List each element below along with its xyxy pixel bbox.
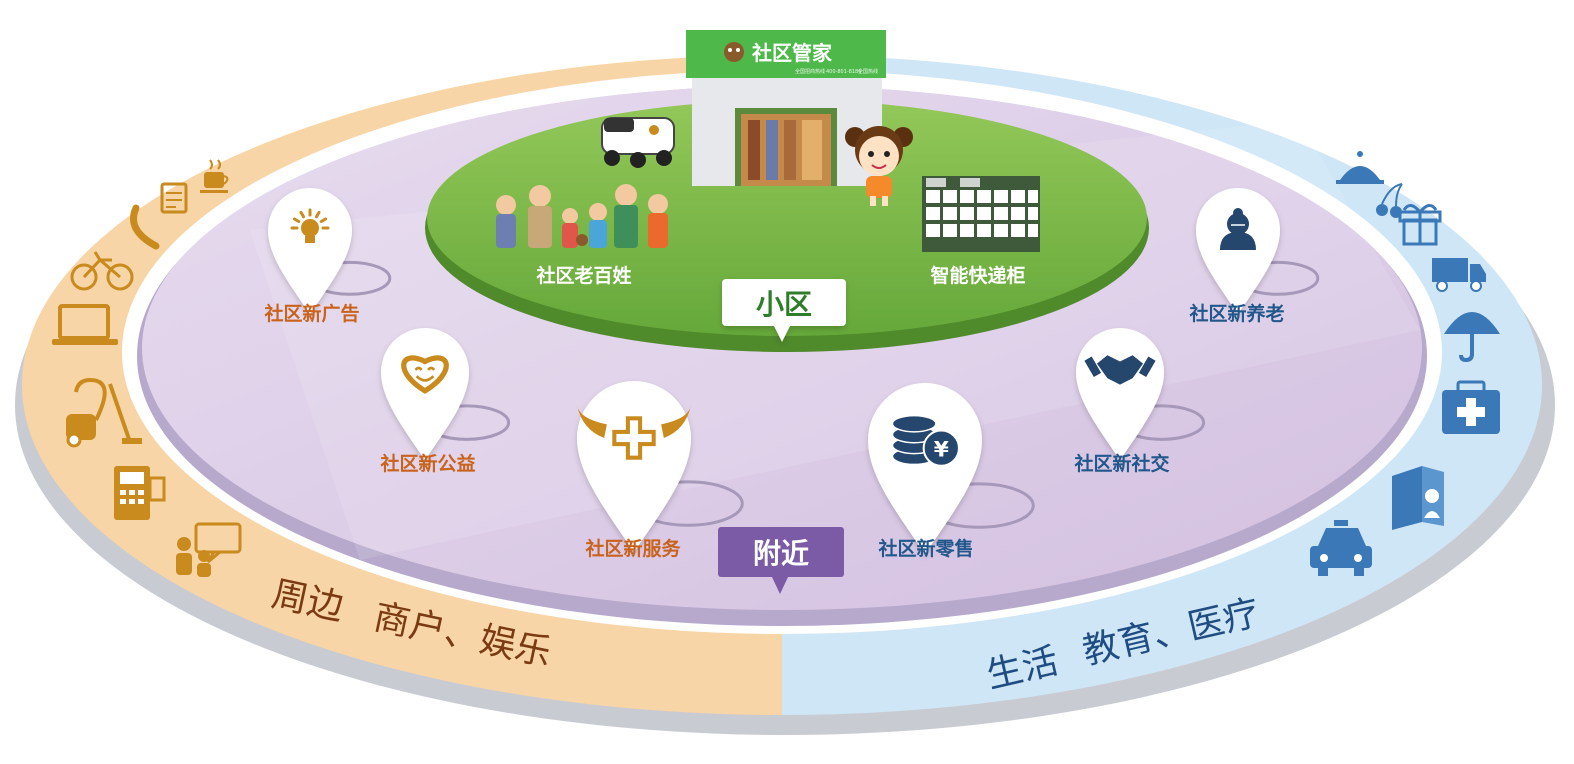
- book-reader-icon: [1392, 466, 1444, 530]
- yen-coins-icon: ¥: [891, 414, 960, 467]
- service-label-retail: 社区新零售: [877, 537, 973, 560]
- locker-label: 智能快递柜: [930, 264, 1025, 287]
- umbrella-icon: [1444, 312, 1500, 363]
- nearby-tag: [718, 527, 844, 594]
- laptop-icon: [52, 304, 118, 345]
- service-label-elderly: 社区新养老: [1188, 302, 1284, 325]
- store-fine-print-3: 全国热线: [858, 68, 878, 75]
- service-pin-service[interactable]: 社区新服务: [577, 381, 744, 560]
- residents-label: 社区老百姓: [535, 264, 631, 287]
- service-pin-retail[interactable]: ¥ 社区新零售: [868, 383, 1035, 560]
- right-icons: [1310, 151, 1500, 576]
- store-fine-print-2: 400-801-8186: [826, 69, 861, 75]
- left-icons: [52, 159, 242, 577]
- service-pin-charity[interactable]: 社区新公益: [379, 328, 511, 475]
- medical-kit-icon: [1442, 380, 1500, 434]
- pos-terminal-icon: [114, 466, 166, 520]
- cloche-icon: [1336, 151, 1384, 184]
- lightbulb-icon: [290, 208, 330, 243]
- pin-body: [1196, 188, 1280, 314]
- customer-chat-icon: [176, 522, 242, 577]
- pin-body: [268, 188, 352, 314]
- service-label-charity: 社区新公益: [379, 452, 475, 475]
- coffee-icon: [200, 159, 229, 193]
- cherry-icon: [1376, 183, 1403, 218]
- girl-mascot-icon: [845, 126, 913, 206]
- handshake-icon: [1084, 355, 1156, 385]
- gift-icon: [1398, 204, 1442, 246]
- service-label-social: 社区新社交: [1073, 452, 1169, 475]
- service-label-ads: 社区新广告: [263, 302, 359, 325]
- nearby-tag-label: 附近: [753, 537, 809, 570]
- heart-smile-icon: [401, 355, 449, 394]
- winged-cross-icon: [577, 405, 691, 460]
- elder-icon: [1220, 208, 1256, 250]
- smart-locker-icon: [922, 176, 1040, 252]
- phone-icon: [130, 204, 160, 250]
- store-sign: [686, 30, 886, 78]
- delivery-robot-icon: [601, 117, 675, 168]
- community-tag: [722, 279, 846, 342]
- taxi-icon: [1310, 520, 1372, 576]
- pin-body: [577, 381, 691, 552]
- residents-group-icon: [496, 184, 668, 248]
- bicycle-icon: [70, 251, 134, 291]
- bear-logo-icon: [724, 42, 744, 62]
- service-pin-ads[interactable]: 社区新广告: [263, 188, 392, 325]
- service-label-service: 社区新服务: [584, 537, 681, 560]
- service-pin-social[interactable]: 社区新社交: [1073, 328, 1206, 475]
- service-pin-elderly[interactable]: 社区新养老: [1188, 188, 1320, 325]
- vacuum-icon: [66, 377, 142, 448]
- store-fine-print-1: 全国招商热线: [795, 68, 825, 75]
- notepad-icon: [160, 182, 188, 214]
- community-tag-label: 小区: [756, 288, 812, 321]
- pin-body: [1076, 328, 1164, 460]
- store-name: 社区管家: [751, 41, 833, 65]
- community-store: 社区管家 全国招商热线 400-801-8186 全国热线: [686, 30, 886, 186]
- svg-text:¥: ¥: [934, 437, 949, 462]
- truck-icon: [1432, 258, 1486, 292]
